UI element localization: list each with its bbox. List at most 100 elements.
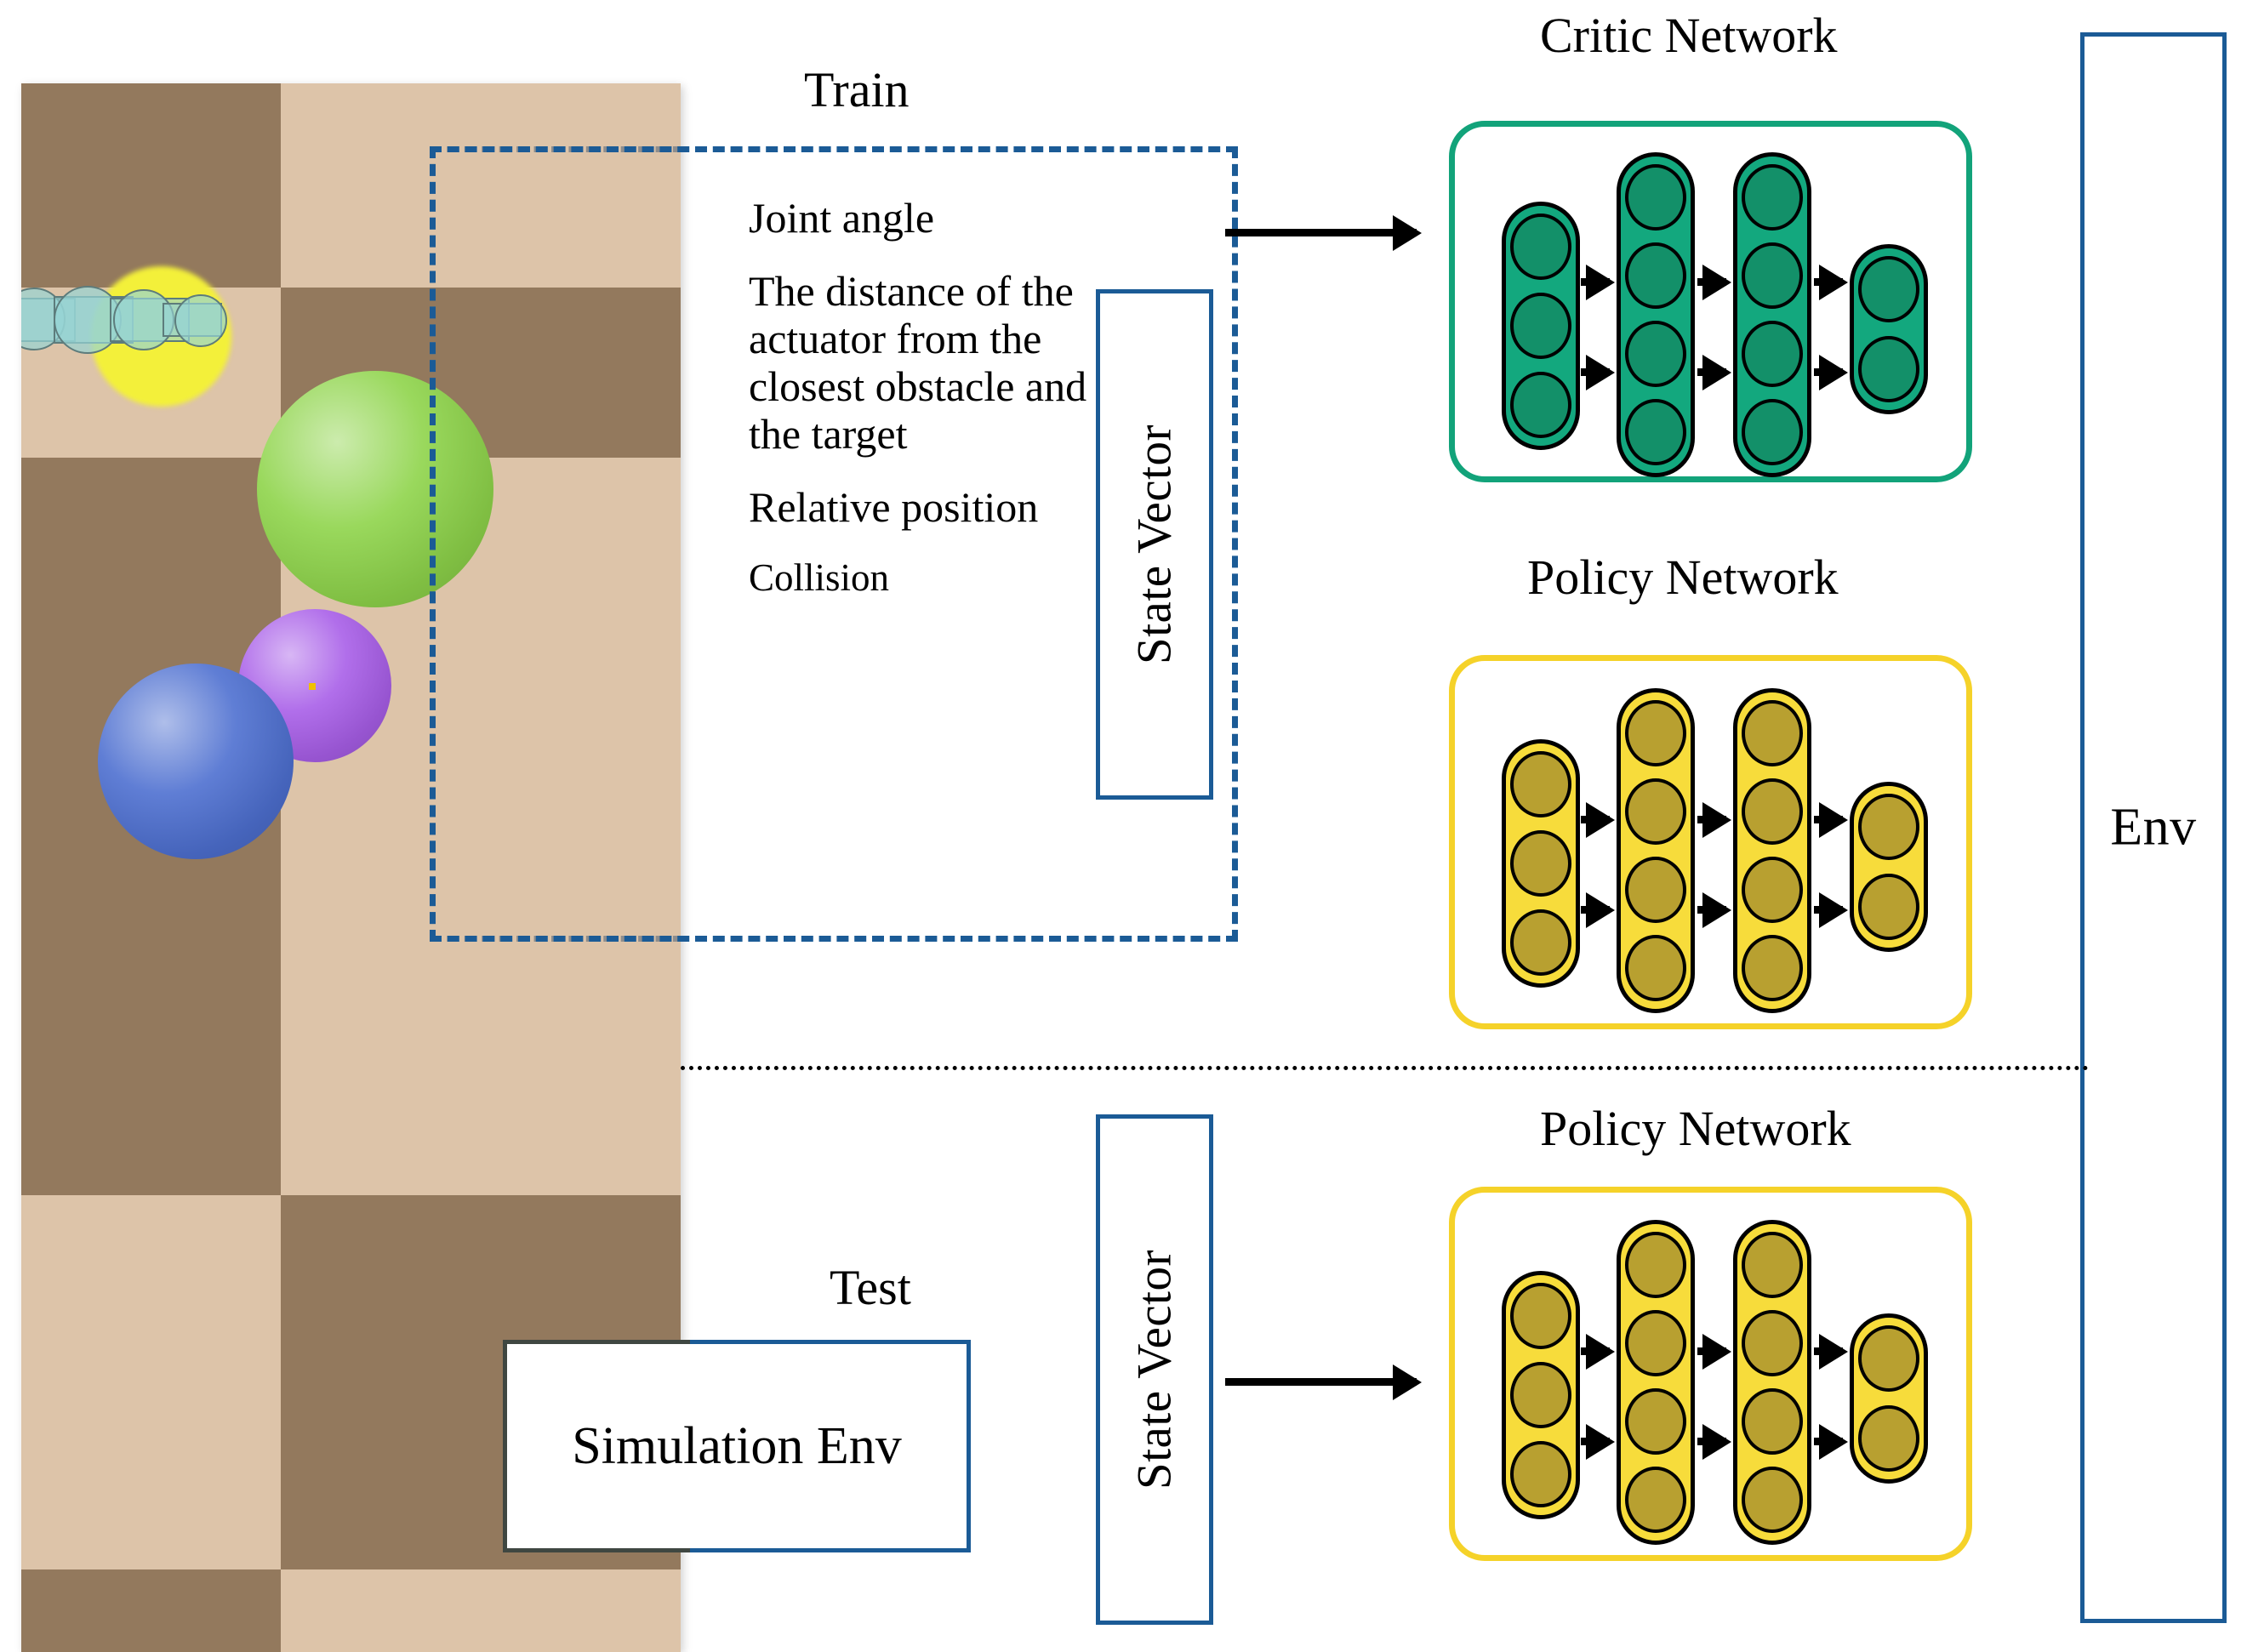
state-feature-item: Collision xyxy=(749,556,890,599)
critic-arrow xyxy=(1814,278,1843,286)
policy-layer-1 xyxy=(1502,739,1580,988)
critic-node xyxy=(1625,321,1686,387)
policy-arrow xyxy=(1581,1438,1610,1445)
policy-arrow xyxy=(1697,1347,1726,1355)
policy-node xyxy=(1625,1388,1686,1455)
policy-node xyxy=(1742,857,1803,923)
env-box[interactable]: Env xyxy=(2080,32,2227,1623)
policy-node xyxy=(1858,1405,1919,1472)
state-vector-label: State Vector xyxy=(1127,424,1182,664)
critic-network-card[interactable] xyxy=(1449,121,1972,482)
critic-layer-1 xyxy=(1502,202,1580,450)
policy-arrow xyxy=(1814,1347,1843,1355)
critic-node xyxy=(1742,164,1803,231)
critic-arrow xyxy=(1697,278,1726,286)
simulation-env-label: Simulation Env xyxy=(572,1416,902,1475)
policy-node xyxy=(1625,700,1686,766)
floor-tile xyxy=(21,1195,281,1569)
critic-node xyxy=(1625,242,1686,309)
policy-node xyxy=(1510,1441,1571,1507)
policy-layer-1 xyxy=(1502,1271,1580,1519)
policy-arrow xyxy=(1697,906,1726,914)
policy-layer-3 xyxy=(1733,1220,1811,1545)
policy-node xyxy=(1858,794,1919,860)
floor-tile xyxy=(21,1569,281,1652)
policy-layer-4 xyxy=(1850,782,1928,952)
policy-network-test-title: Policy Network xyxy=(1540,1101,1851,1156)
policy-node xyxy=(1510,830,1571,897)
train-region-dashed-box xyxy=(430,146,1238,942)
critic-layer-4 xyxy=(1850,244,1928,414)
policy-node xyxy=(1510,751,1571,817)
critic-layer-2 xyxy=(1617,152,1695,477)
simulation-env-box[interactable] xyxy=(503,1340,971,1552)
critic-node xyxy=(1742,399,1803,465)
critic-arrow xyxy=(1697,368,1726,376)
state-vector-box-train[interactable]: State Vector xyxy=(1096,289,1213,800)
critic-layer-3 xyxy=(1733,152,1811,477)
critic-node xyxy=(1742,242,1803,309)
state-vector-label: State Vector xyxy=(1127,1250,1182,1490)
policy-node xyxy=(1742,700,1803,766)
simulation-env-box-overlay xyxy=(503,1340,690,1552)
state-feature-item: Joint angle xyxy=(749,194,935,242)
floor-tile xyxy=(281,83,681,288)
policy-node xyxy=(1858,874,1919,940)
policy-arrow xyxy=(1581,1347,1610,1355)
critic-node xyxy=(1858,256,1919,322)
floor-tile xyxy=(21,783,281,1195)
critic-node xyxy=(1625,399,1686,465)
policy-arrow xyxy=(1814,816,1843,823)
policy-node xyxy=(1742,778,1803,845)
critic-arrow xyxy=(1814,368,1843,376)
policy-node xyxy=(1625,1310,1686,1376)
critic-node xyxy=(1510,293,1571,359)
policy-node xyxy=(1742,1310,1803,1376)
critic-node xyxy=(1858,336,1919,402)
policy-layer-4 xyxy=(1850,1313,1928,1484)
policy-arrow xyxy=(1697,816,1726,823)
policy-node xyxy=(1742,1467,1803,1533)
state-vector-box-test[interactable]: State Vector xyxy=(1096,1114,1213,1625)
critic-node xyxy=(1742,321,1803,387)
policy-network-test-card[interactable] xyxy=(1449,1187,1972,1561)
floor-tile xyxy=(281,783,681,1195)
env-label: Env xyxy=(2110,798,2197,857)
policy-network-train-card[interactable] xyxy=(1449,655,1972,1029)
critic-network-title: Critic Network xyxy=(1540,8,1838,63)
policy-node xyxy=(1625,935,1686,1001)
critic-node xyxy=(1625,164,1686,231)
state-feature-item: Relative position xyxy=(749,483,1039,531)
policy-node xyxy=(1510,909,1571,976)
policy-node xyxy=(1625,778,1686,845)
policy-layer-2 xyxy=(1617,688,1695,1013)
sphere-green xyxy=(257,371,493,607)
policy-arrow xyxy=(1814,1438,1843,1445)
policy-arrow xyxy=(1581,816,1610,823)
critic-node xyxy=(1510,214,1571,280)
robot-arm-gripper xyxy=(174,294,227,347)
train-test-divider xyxy=(681,1066,2089,1070)
policy-node xyxy=(1625,1467,1686,1533)
policy-layer-3 xyxy=(1733,688,1811,1013)
floor-tile xyxy=(281,288,681,373)
test-section-title: Test xyxy=(830,1260,911,1315)
policy-node xyxy=(1625,857,1686,923)
policy-arrow xyxy=(1814,906,1843,914)
floor-tile xyxy=(281,1569,681,1652)
critic-arrow xyxy=(1581,368,1610,376)
policy-layer-2 xyxy=(1617,1220,1695,1545)
policy-node xyxy=(1742,935,1803,1001)
state-feature-list: Joint angle The distance of the actuator… xyxy=(749,194,1089,599)
policy-node xyxy=(1742,1388,1803,1455)
policy-node xyxy=(1510,1362,1571,1428)
critic-arrow xyxy=(1581,278,1610,286)
arrow-state-to-policy-test xyxy=(1225,1378,1417,1386)
floor-tile xyxy=(21,83,281,288)
target-marker xyxy=(309,683,316,690)
policy-arrow xyxy=(1581,906,1610,914)
critic-node xyxy=(1510,372,1571,438)
simulation-environment-image xyxy=(21,83,681,1652)
policy-network-train-title: Policy Network xyxy=(1527,550,1839,605)
train-section-title: Train xyxy=(804,62,910,117)
